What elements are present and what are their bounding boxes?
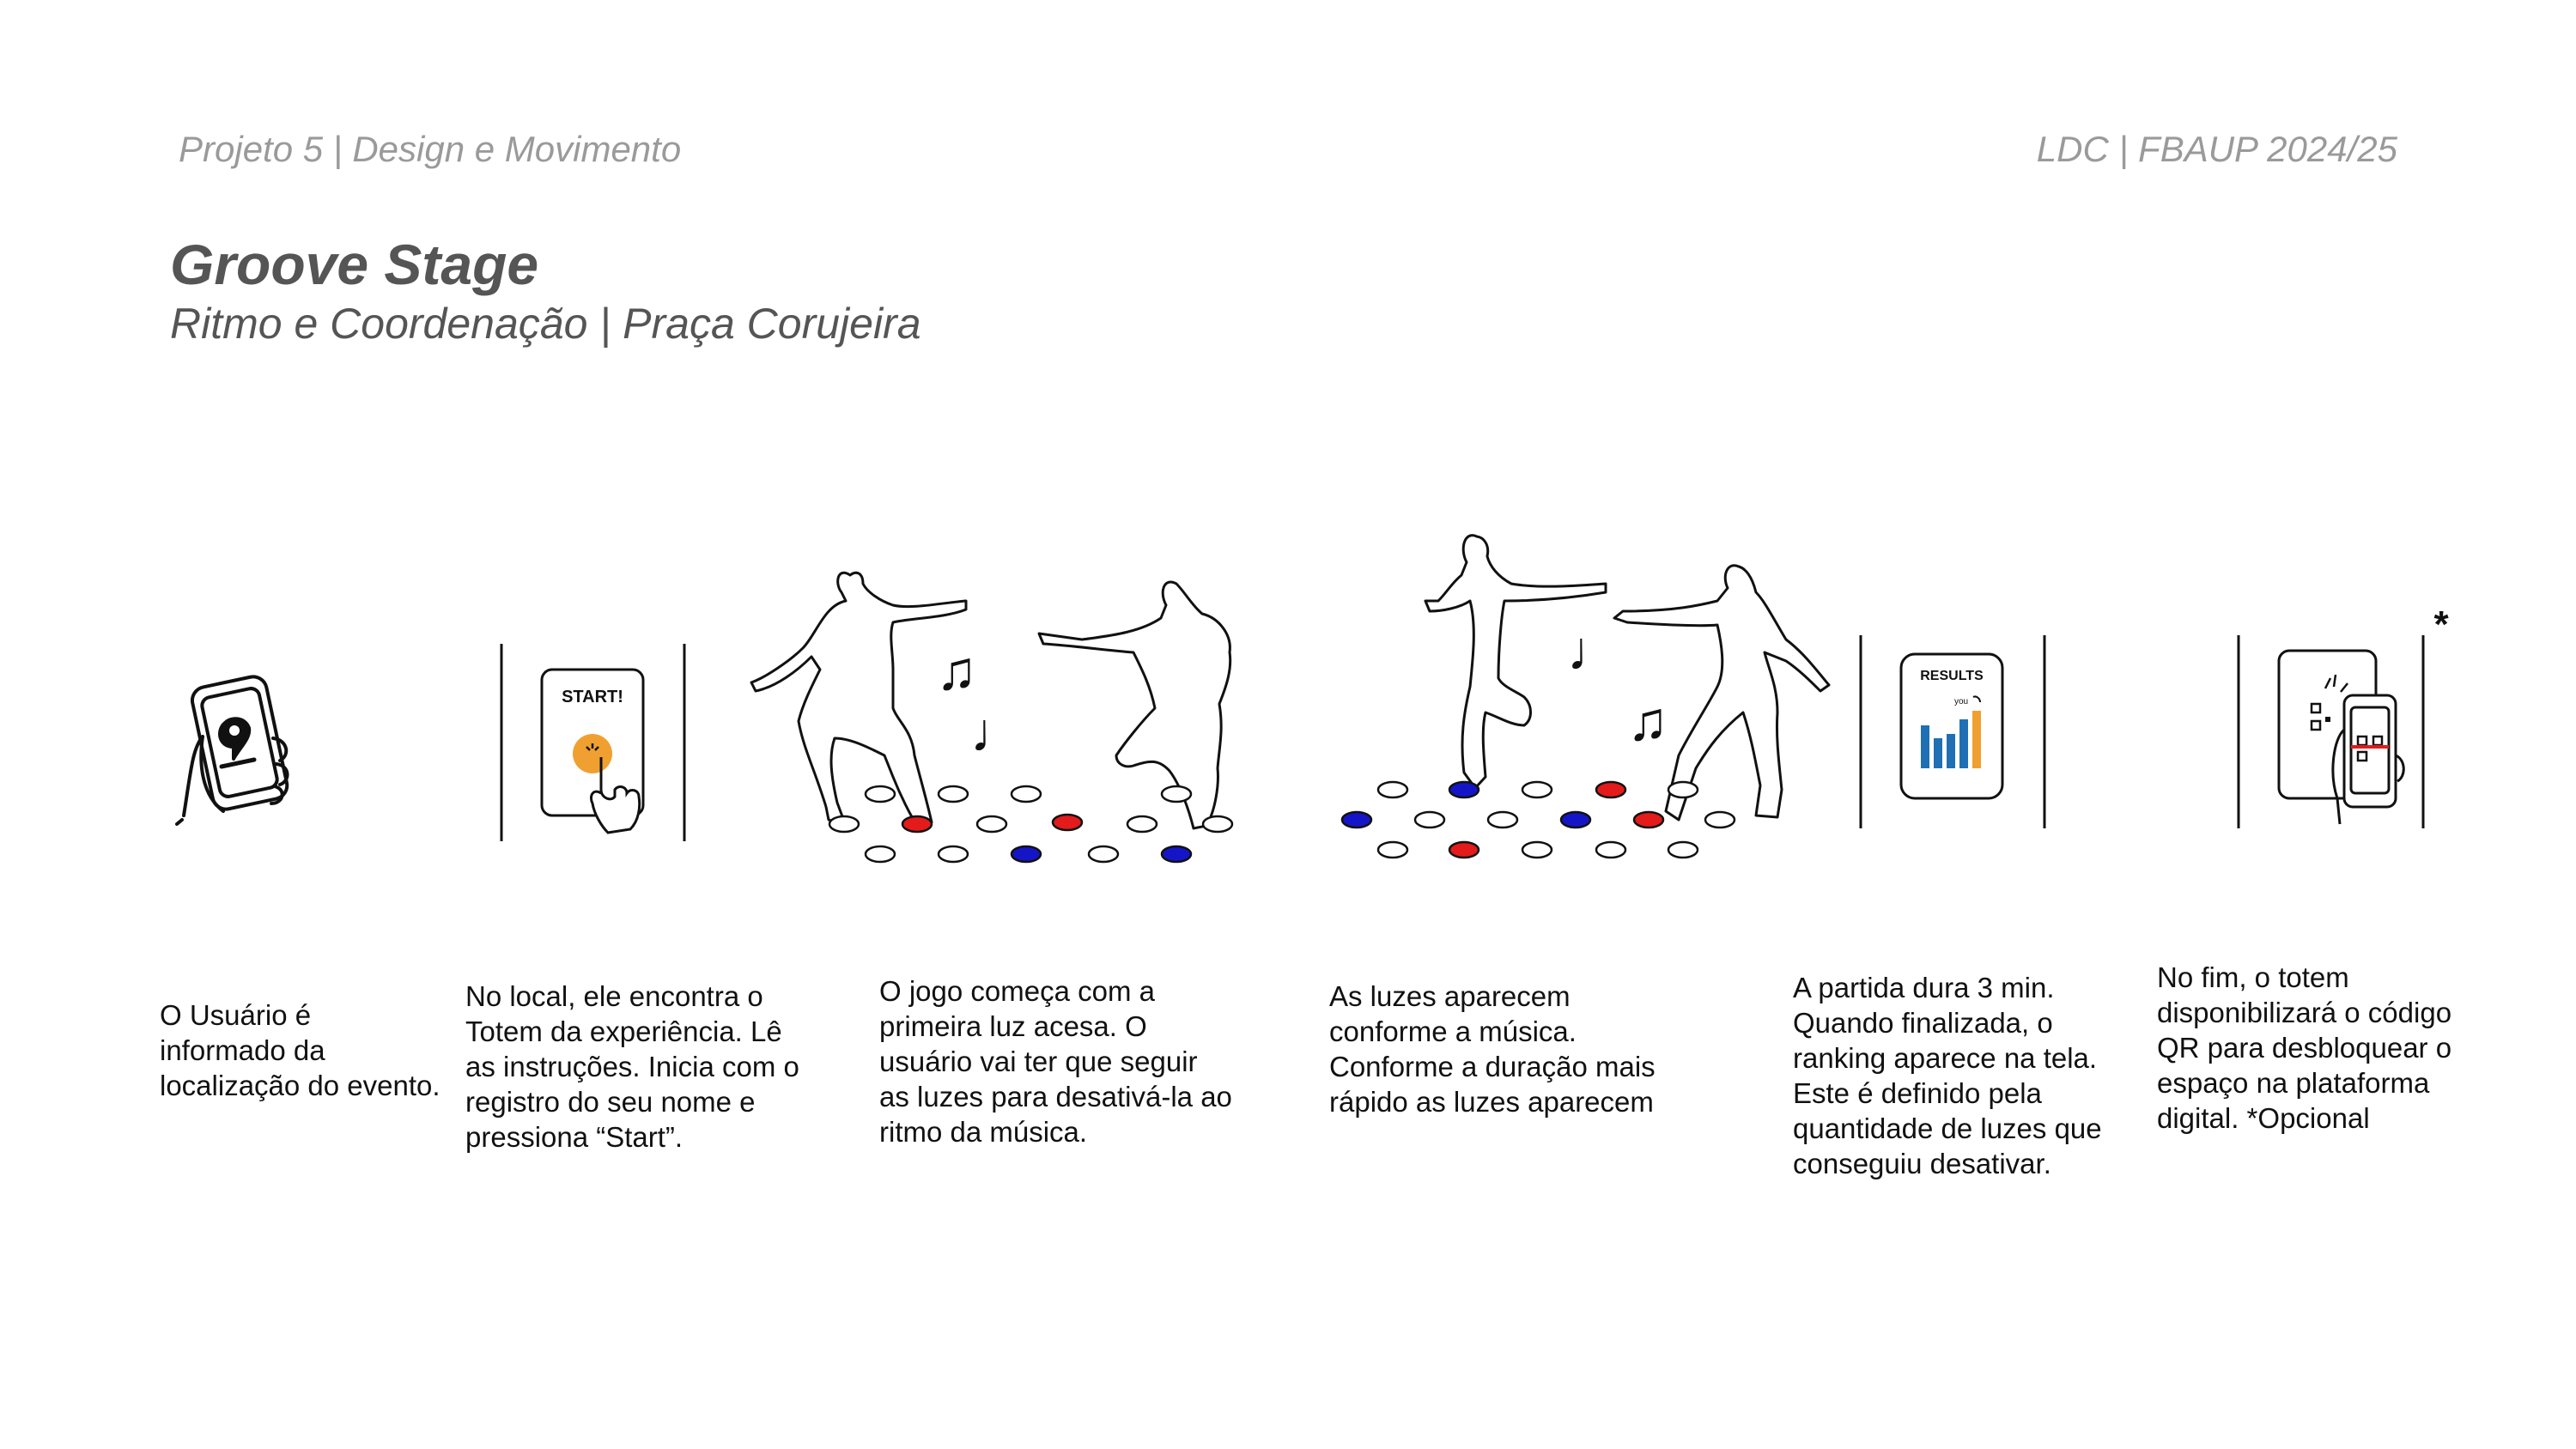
floor-light-off (1521, 840, 1553, 859)
floor-light-off (1160, 785, 1193, 803)
floor-light-off (1704, 810, 1736, 829)
you-label: you (1954, 697, 1968, 706)
floor-light-off (1126, 815, 1158, 834)
dancers-scene-2 (1424, 534, 1831, 822)
caption-step-2: No local, ele encontra o Totem da experi… (465, 980, 799, 1153)
floor-light-off (1376, 840, 1409, 859)
floor-light-off (937, 785, 969, 803)
start-screen-label: START! (562, 688, 623, 706)
floor-light-off (864, 785, 896, 803)
floor-light-off (1667, 780, 1699, 799)
light-grid-1 (828, 785, 1234, 864)
totem-start (500, 644, 686, 841)
floor-light-off (828, 815, 860, 834)
light-grid-2 (1340, 780, 1736, 859)
floor-light-off (1201, 815, 1234, 834)
dancers-scene-1 (750, 571, 1232, 830)
caption-step-3: O jogo começa com a primeira luz acesa. … (879, 975, 1232, 1148)
floor-light-off (1595, 840, 1627, 859)
floor-light-on (1559, 810, 1592, 829)
phone-location-icon (175, 675, 289, 826)
floor-light-on (1632, 810, 1665, 829)
floor-light-off (937, 845, 969, 864)
totem-results (1859, 635, 2046, 828)
course-label: LDC | FBAUP 2024/25 (2036, 129, 2397, 169)
page-subtitle: Ritmo e Coordenação | Praça Corujeira (170, 300, 921, 348)
svg-text:♩: ♩ (970, 701, 1025, 763)
floor-light-on (1340, 810, 1373, 829)
svg-text:♫: ♫ (936, 640, 977, 701)
floor-light-off (1667, 840, 1699, 859)
floor-light-on (1448, 780, 1480, 799)
floor-light-off (864, 845, 896, 864)
caption-step-5: A partida dura 3 min. Quando finalizada,… (1793, 972, 2102, 1179)
floor-light-off (1486, 810, 1519, 829)
caption-step-4: As luzes aparecem conforme a música. Con… (1329, 980, 1656, 1118)
music-notes-2: ♩ ♫ (1567, 620, 1668, 752)
floor-light-off (975, 815, 1008, 834)
floor-light-off (1376, 780, 1409, 799)
floor-light-off (1413, 810, 1446, 829)
floor-light-on (1010, 845, 1042, 864)
floor-light-on (1595, 780, 1627, 799)
floor-light-on (1051, 813, 1084, 832)
page-title: Groove Stage (170, 233, 539, 296)
svg-text:♫: ♫ (1627, 690, 1668, 752)
music-notes-1: ♫ ♩ (936, 640, 1025, 763)
floor-light-off (1521, 780, 1553, 799)
results-screen-label: RESULTS (1920, 669, 1984, 683)
floor-light-on (1160, 845, 1193, 864)
totem-qr (2237, 635, 2425, 828)
caption-step-6: No fim, o totem disponibilizará o código… (2157, 961, 2452, 1134)
floor-light-on (901, 815, 933, 834)
caption-step-1: O Usuário é informado da localização do … (160, 999, 440, 1101)
project-label: Projeto 5 | Design e Movimento (179, 129, 682, 169)
asterisk-mark: * (2433, 603, 2449, 646)
floor-light-on (1448, 840, 1480, 859)
floor-light-off (1087, 845, 1120, 864)
floor-light-off (1010, 785, 1042, 803)
svg-text:♩: ♩ (1567, 620, 1622, 682)
